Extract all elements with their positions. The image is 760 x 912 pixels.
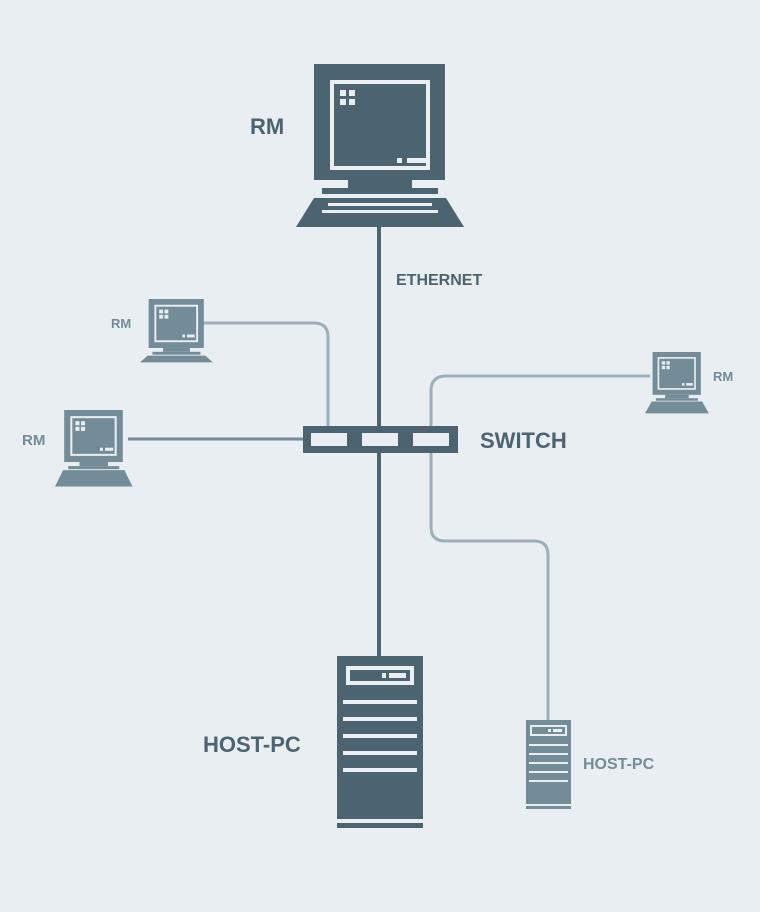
link-switch-host-small (429, 452, 550, 720)
rm-left-lower-monitor-icon (55, 410, 133, 487)
rm-left-upper-label: RM (111, 316, 131, 331)
rm-right-label: RM (713, 369, 733, 384)
rm-right-monitor-icon (645, 352, 709, 414)
switch-icon (303, 426, 458, 453)
rm-main-monitor-icon (296, 64, 464, 227)
host-main-tower-pc-icon (337, 656, 423, 828)
host-small-label: HOST-PC (583, 756, 655, 773)
connections (128, 226, 650, 720)
host-main-label: HOST-PC (203, 732, 301, 757)
link-rm-right-switch (429, 374, 650, 428)
ethernet-label: ETHERNET (396, 272, 482, 289)
rm-main-label: RM (250, 114, 284, 139)
rm-left-lower-label: RM (22, 432, 45, 449)
link-rm-left-upper-switch (200, 321, 330, 428)
host-small-tower-pc-icon (526, 720, 571, 809)
switch-label: SWITCH (480, 428, 567, 453)
rm-left-upper-monitor-icon (140, 299, 213, 363)
